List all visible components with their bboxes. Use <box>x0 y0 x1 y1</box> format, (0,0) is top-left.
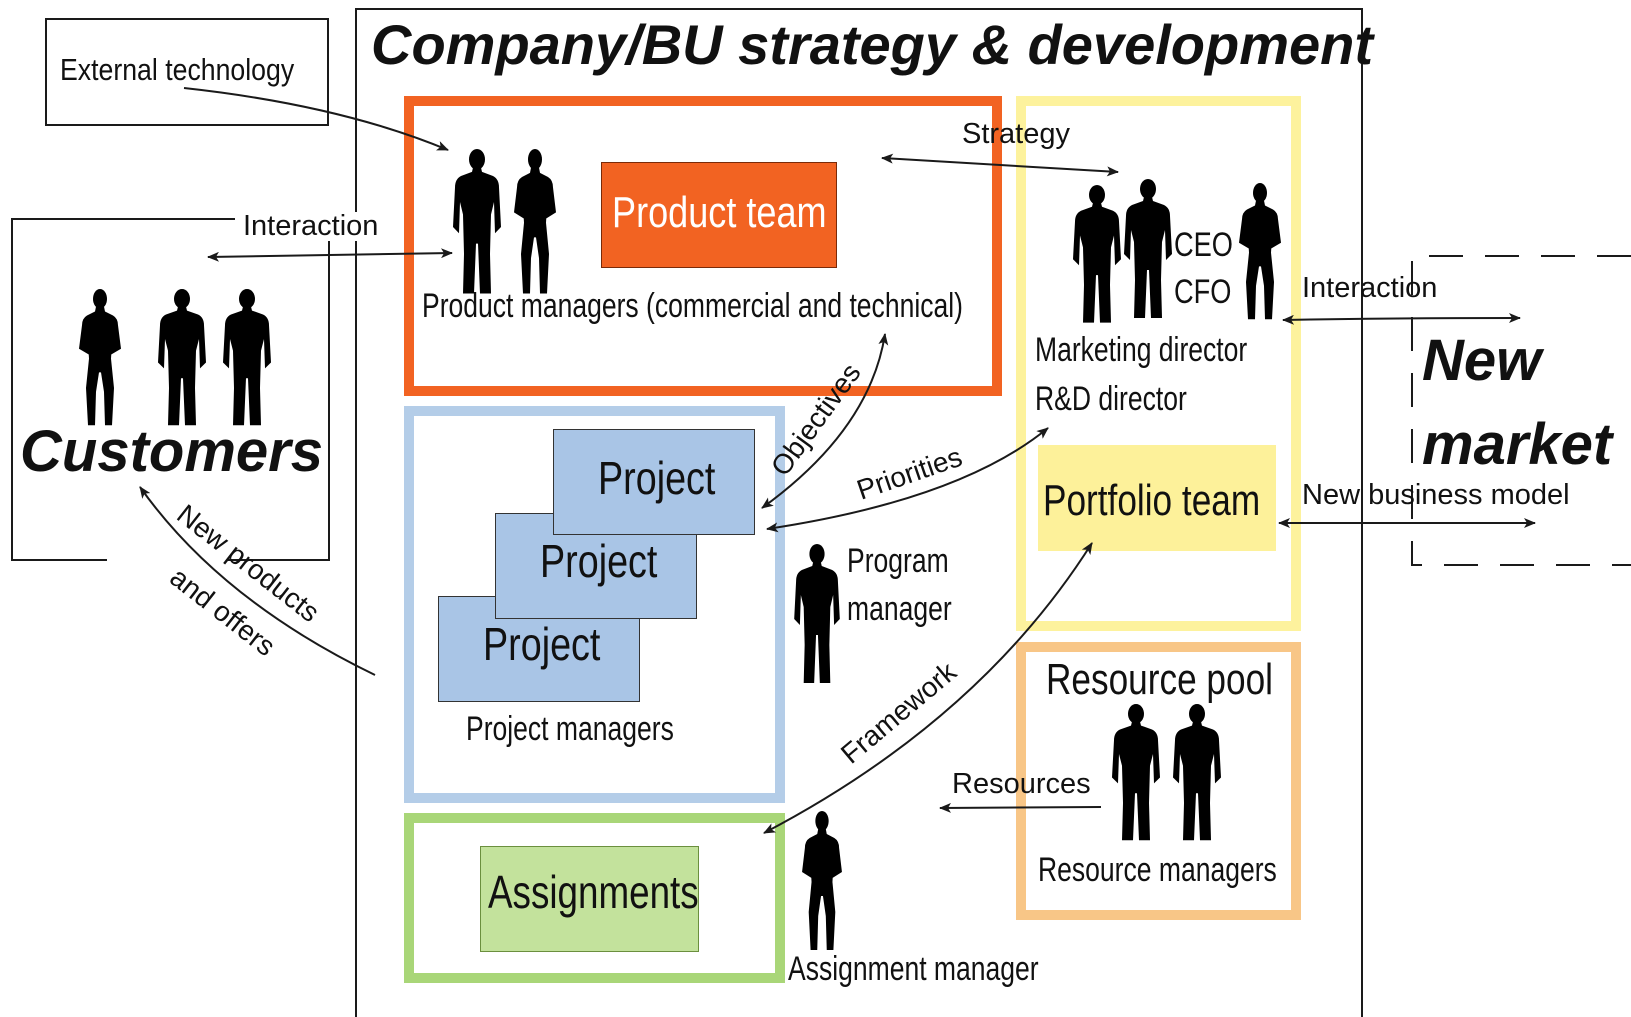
arrow-framework <box>763 542 1093 834</box>
arrow-priorities <box>766 427 1049 533</box>
portfolio-team-box <box>1038 445 1276 551</box>
person-icon <box>1112 704 1160 841</box>
person-icon <box>514 148 556 294</box>
product-team-box <box>601 162 837 268</box>
interaction-market-label: Interaction <box>1302 272 1438 304</box>
arrow-resources <box>939 802 1102 813</box>
person-icon <box>223 289 271 426</box>
assignments-frame <box>404 813 785 983</box>
project-label-3: Project <box>483 618 601 670</box>
resource-managers-label: Resource managers <box>1038 851 1277 889</box>
marketing-director-label: Marketing director <box>1035 331 1248 369</box>
program-manager-label-2: manager <box>847 590 952 628</box>
new-market-label-2: market <box>1422 412 1613 477</box>
arrow-interaction-customers <box>207 248 453 262</box>
external-technology-box <box>45 18 329 126</box>
ceo-label: CEO <box>1174 226 1233 264</box>
project-box-1[interactable] <box>553 429 755 535</box>
customers-bracket <box>11 218 330 561</box>
strategy-label: Strategy <box>962 118 1070 150</box>
arrow-interaction-market <box>1282 313 1521 325</box>
assignments-box <box>480 846 699 952</box>
person-icon <box>794 544 840 683</box>
product-team-label: Product team <box>612 188 827 237</box>
product-team-frame <box>404 96 1002 396</box>
arrow-strategy <box>881 153 1119 177</box>
resource-pool-label: Resource pool <box>1046 655 1273 704</box>
page-title: Company/BU strategy & development <box>371 13 1373 76</box>
assignment-manager-label: Assignment manager <box>788 950 1039 988</box>
product-managers-label: Product managers (commercial and technic… <box>422 287 963 325</box>
project-label-1: Project <box>598 452 716 504</box>
new-business-model-label: New business model <box>1302 479 1570 511</box>
person-icon <box>453 148 501 294</box>
person-icon <box>1173 704 1221 841</box>
program-manager-label-1: Program <box>847 542 949 580</box>
new-market-label-1: New <box>1422 328 1542 393</box>
company-frame <box>355 8 1363 1017</box>
person-icon <box>1124 179 1172 318</box>
portfolio-frame <box>1016 96 1301 631</box>
person-icon <box>79 289 121 426</box>
new-market-frame <box>1411 255 1631 566</box>
arrow-new-products <box>139 486 376 676</box>
person-icon <box>158 289 206 426</box>
project-managers-label: Project managers <box>466 710 674 748</box>
person-icon <box>1073 185 1121 323</box>
interaction-customers-label: Interaction <box>241 210 381 242</box>
arrow-external-technology <box>183 87 449 151</box>
assignments-label: Assignments <box>488 866 699 918</box>
person-icon <box>802 811 842 950</box>
customers-label: Customers <box>20 419 323 484</box>
project-label-2: Project <box>540 535 658 587</box>
cfo-label: CFO <box>1174 273 1232 311</box>
resources-label: Resources <box>952 768 1091 800</box>
external-technology-label: External technology <box>60 52 295 87</box>
rd-director-label: R&D director <box>1035 380 1187 418</box>
person-icon <box>1239 183 1281 320</box>
portfolio-team-label: Portfolio team <box>1043 476 1261 525</box>
